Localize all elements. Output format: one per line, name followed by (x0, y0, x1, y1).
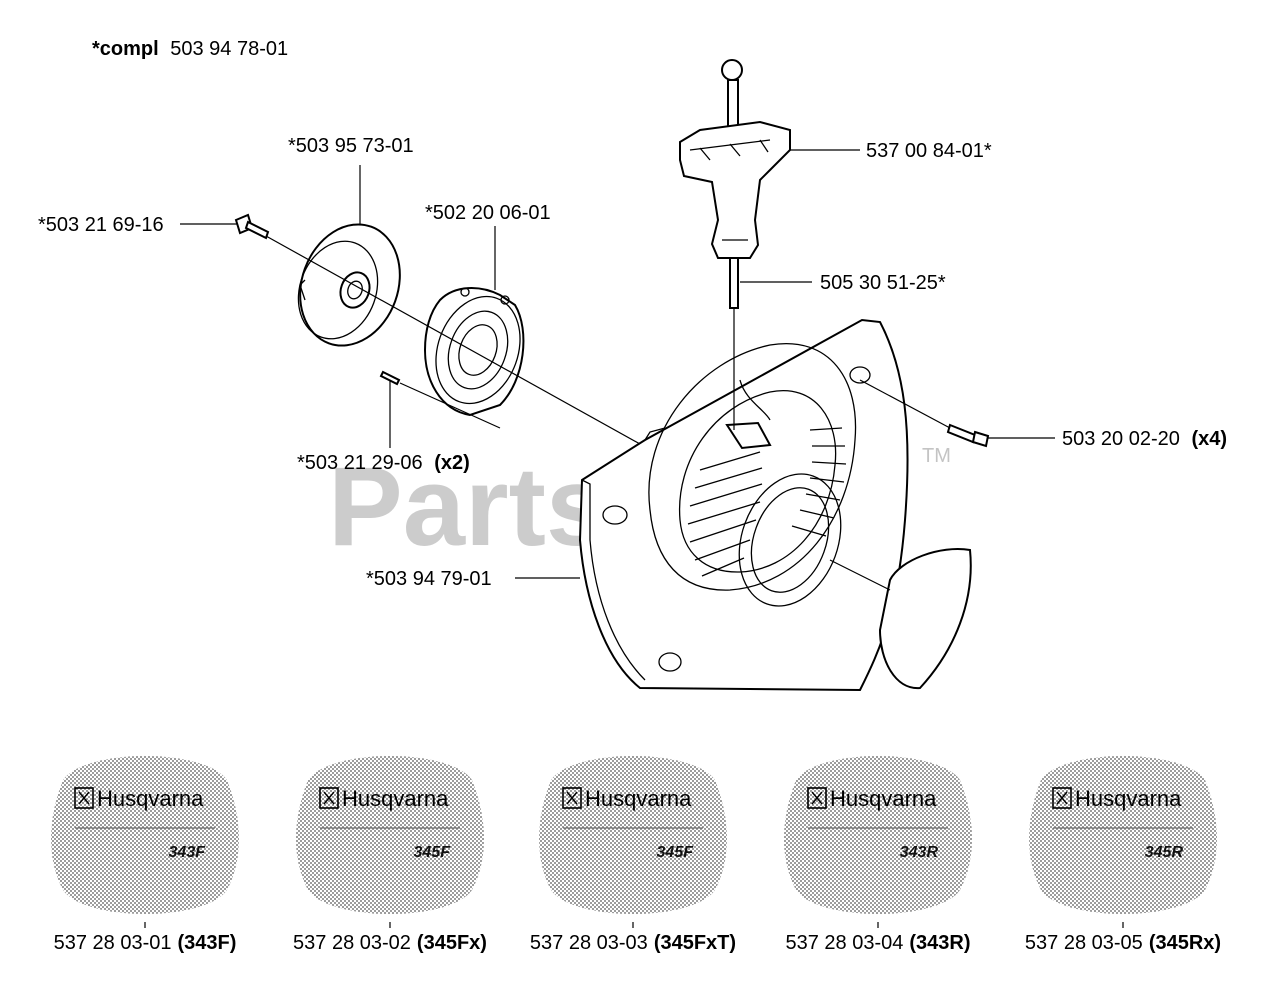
decal-brand-text: Husqvarna (342, 786, 449, 811)
decal-badge-shape (539, 756, 727, 914)
callout-screw-housing-number: 503 20 02-20 (1062, 428, 1180, 450)
axis-line-main (265, 235, 641, 445)
axis-line-cover (829, 559, 891, 591)
decal-part-number: 537 28 03-04 (785, 932, 903, 954)
husqvarna-crown-mark (566, 791, 578, 805)
decal-brand-text: Husqvarna (830, 786, 937, 811)
screw-pulley-drawing (234, 213, 270, 240)
husqvarna-crown-mark (323, 791, 335, 805)
pulley-drawing (297, 223, 401, 347)
decal-variant: (345FxT) (654, 932, 736, 954)
decal-variant: (343R) (909, 932, 970, 954)
starter-housing-drawing (578, 318, 909, 692)
decal-part-number: 537 28 03-01 (54, 932, 172, 954)
husqvarna-crown-mark (78, 791, 90, 805)
spring-cassette-drawing (423, 287, 525, 417)
callout-pin-qty: (x2) (434, 452, 470, 474)
decal-part-number: 537 28 03-05 (1025, 932, 1143, 954)
axis-line-screw (859, 379, 951, 429)
decal-label: 537 28 03-01(343F) (54, 932, 237, 954)
decal-2: Husqvarna 345F 537 28 03-02 (345Fx) (293, 756, 487, 954)
callout-pulley: *503 95 73-01 (288, 135, 414, 157)
callout-pin-number: *503 21 29-06 (297, 452, 423, 474)
decal-brand-text: Husqvarna (1075, 786, 1182, 811)
watermark-tm: TM (922, 445, 951, 467)
decal-label: 537 28 03-02 (345Fx) (293, 932, 487, 954)
husqvarna-logo-icon (319, 787, 339, 809)
decal-brand-text: Husqvarna (585, 786, 692, 811)
decal-badge-shape (51, 756, 239, 914)
decal-model-text: 345R (1145, 844, 1184, 861)
callout-screw-housing: 503 20 02-20 (x4) (1062, 428, 1227, 450)
decal-5: Husqvarna 345R 537 28 03-05 (345Rx) (1025, 756, 1221, 954)
decal-part-number: 537 28 03-02 (293, 932, 411, 954)
compl-prefix: *compl (92, 38, 159, 60)
callout-cord: 505 30 51-25* (820, 272, 946, 294)
compl-number: 503 94 78-01 (170, 38, 288, 60)
screw-housing-drawing (946, 423, 990, 448)
housing-vents (687, 427, 847, 577)
husqvarna-crown-mark (811, 791, 823, 805)
decal-badge-shape (784, 756, 972, 914)
decal-label: 537 28 03-05 (345Rx) (1025, 932, 1221, 954)
pin-drawing (379, 370, 401, 386)
compl-label: *compl 503 94 78-01 (92, 38, 288, 60)
callout-starter-housing: *503 94 79-01 (366, 568, 492, 590)
decal-label: 537 28 03-04 (343R) (785, 932, 970, 954)
husqvarna-logo-icon (562, 787, 582, 809)
decal-badge-shape (1029, 756, 1217, 914)
decal-3: Husqvarna 345F 537 28 03-03 (345FxT) (530, 756, 736, 954)
husqvarna-crown-mark (1056, 791, 1068, 805)
axis-line-pin (399, 382, 501, 429)
handle-drawing (679, 59, 791, 309)
decal-badge-shape (296, 756, 484, 914)
cover-plate-drawing (878, 548, 972, 690)
callout-spring-cassette: *502 20 06-01 (425, 202, 551, 224)
callout-handle: 537 00 84-01* (866, 140, 992, 162)
husqvarna-logo-icon (74, 787, 94, 809)
decal-model-text: 343F (169, 844, 207, 861)
husqvarna-logo-icon (807, 787, 827, 809)
callout-screw-housing-qty: (x4) (1191, 428, 1227, 450)
husqvarna-logo-icon (1052, 787, 1072, 809)
decal-variant: (345Rx) (1149, 932, 1221, 954)
callout-screw-pulley: *503 21 69-16 (38, 214, 164, 236)
decal-model-text: 343R (900, 844, 939, 861)
decal-brand-text: Husqvarna (97, 786, 204, 811)
decal-4: Husqvarna 343R 537 28 03-04 (343R) (784, 756, 972, 954)
decal-variant: (343F) (177, 932, 236, 954)
decal-1: Husqvarna 343F 537 28 03-01(343F) (51, 756, 239, 954)
decal-model-text: 345F (657, 844, 695, 861)
callout-pin: *503 21 29-06 (x2) (297, 452, 470, 474)
decal-label: 537 28 03-03 (345FxT) (530, 932, 736, 954)
decal-part-number: 537 28 03-03 (530, 932, 648, 954)
decal-model-text: 345F (414, 844, 452, 861)
decal-variant: (345Fx) (417, 932, 487, 954)
